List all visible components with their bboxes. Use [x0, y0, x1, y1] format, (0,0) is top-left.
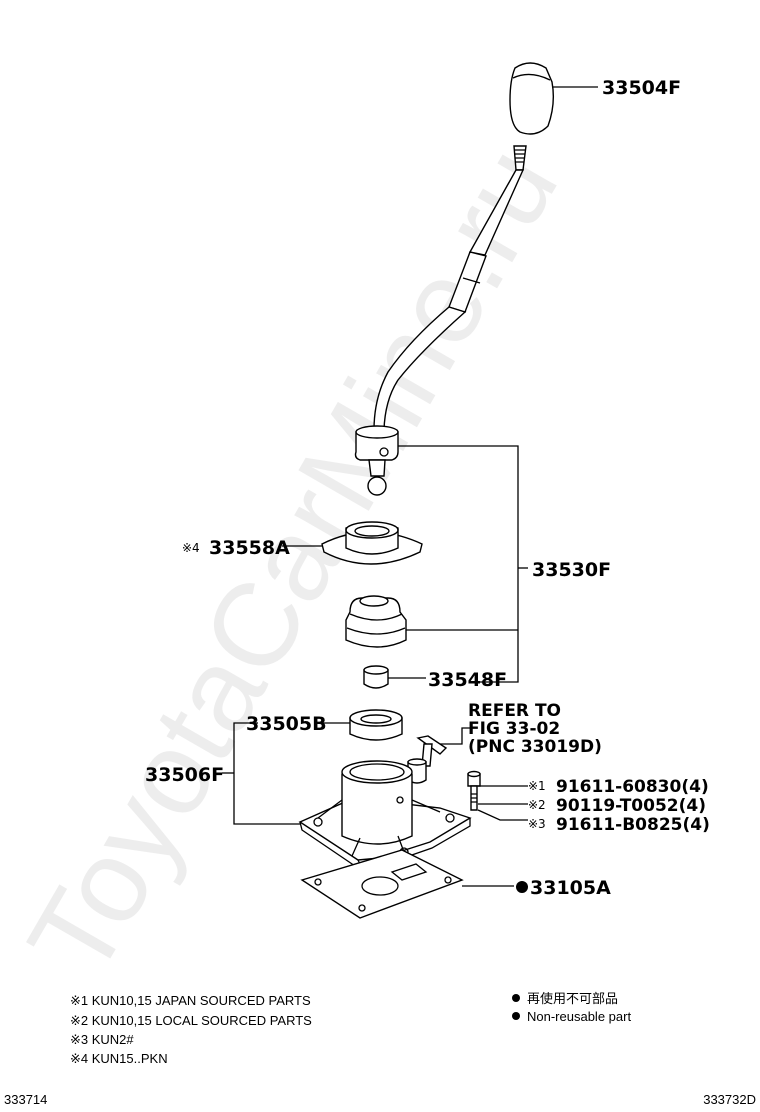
label-gasket: 33105A — [530, 877, 611, 899]
label-refer-2: FIG 33-02 — [468, 719, 560, 739]
shift-knob[interactable] — [509, 62, 555, 135]
non-reusable-dot — [516, 881, 528, 893]
label-refer-1: REFER TO — [468, 701, 561, 721]
leader-lines — [222, 86, 598, 887]
label-seat: 33558A — [209, 537, 290, 559]
svg-text:ToyotaCarMine.ru: ToyotaCarMine.ru — [3, 125, 583, 998]
label-assembly: 33530F — [532, 559, 611, 581]
footer-right-code: 333732D — [703, 1092, 756, 1107]
note-1: ※1 KUN10,15 JAPAN SOURCED PARTS — [70, 993, 311, 1008]
shift-lever[interactable] — [354, 145, 527, 496]
legend-dot-jp — [512, 994, 520, 1002]
legend-dot-en — [512, 1012, 520, 1020]
lever-boot[interactable] — [345, 595, 407, 648]
note-2: ※2 KUN10,15 LOCAL SOURCED PARTS — [70, 1013, 312, 1028]
label-bolt-3: 91611-B0825(4) — [556, 815, 710, 835]
note-4: ※4 KUN15..PKN — [70, 1051, 168, 1066]
gasket[interactable] — [300, 849, 464, 919]
label-boot: 33505B — [246, 713, 327, 735]
label-knob: 33504F — [602, 77, 681, 99]
label-seat-mark: ※4 — [182, 541, 200, 555]
legend-jp: 再使用不可部品 — [527, 991, 618, 1006]
label-bolt-2: 90119-T0052(4) — [556, 796, 706, 816]
label-bolt-1: 91611-60830(4) — [556, 777, 709, 797]
label-bolt-3-mark: ※3 — [528, 817, 546, 831]
lever-seat[interactable] — [321, 521, 423, 565]
shift-retainer-housing[interactable] — [298, 760, 472, 869]
legend-en: Non-reusable part — [527, 1009, 631, 1024]
label-bolt-1-mark: ※1 — [528, 779, 546, 793]
label-bolt-2-mark: ※2 — [528, 798, 546, 812]
label-refer-3: (PNC 33019D) — [468, 737, 602, 757]
footer-left-code: 333714 — [4, 1092, 47, 1107]
bush[interactable] — [363, 665, 389, 689]
retainer-boot[interactable] — [349, 709, 403, 741]
label-retainer: 33506F — [145, 764, 224, 786]
watermark: ToyotaCarMine.ru — [3, 125, 583, 998]
note-3: ※3 KUN2# — [70, 1032, 134, 1047]
label-bush: 33548F — [428, 669, 507, 691]
